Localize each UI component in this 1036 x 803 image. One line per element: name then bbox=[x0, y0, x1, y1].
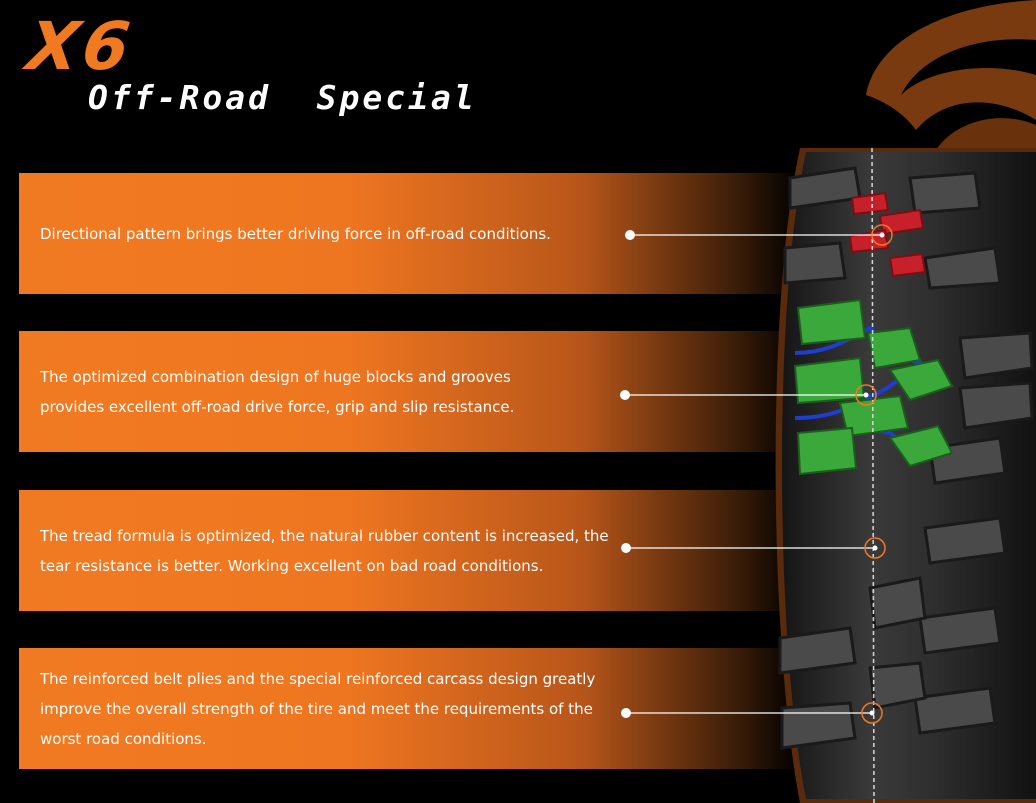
feature-panel-2: The optimized combination design of huge… bbox=[19, 331, 799, 452]
feature-panel-1: Directional pattern brings better drivin… bbox=[19, 173, 799, 294]
feature-panel-4: The reinforced belt plies and the specia… bbox=[19, 648, 799, 769]
page-subtitle: Off-Road Special bbox=[88, 78, 477, 117]
feature-panel-3: The tread formula is optimized, the natu… bbox=[19, 490, 799, 611]
feature-text-3: The tread formula is optimized, the natu… bbox=[40, 526, 609, 575]
feature-text-4: The reinforced belt plies and the specia… bbox=[40, 669, 596, 748]
brand-swoosh-graphic bbox=[866, 0, 1036, 170]
feature-text-2: The optimized combination design of huge… bbox=[40, 367, 515, 416]
feature-text-1: Directional pattern brings better drivin… bbox=[40, 224, 551, 243]
tire-tread-image bbox=[775, 148, 1036, 803]
model-name: X6 bbox=[22, 8, 139, 85]
